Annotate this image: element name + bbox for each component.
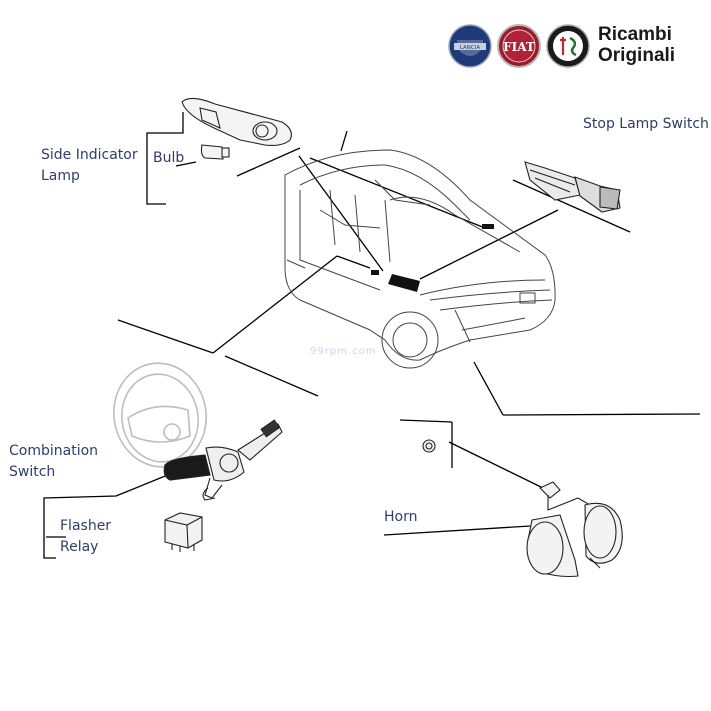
car-part-markers (371, 224, 494, 292)
label-flasher-line-1: Flasher (60, 518, 112, 534)
label-combination-switch: Combination Switch (9, 441, 98, 483)
label-side-indicator-line-1: Side Indicator (41, 147, 138, 163)
horn-drawing (422, 439, 623, 578)
side-indicator-lamp-drawing (181, 97, 292, 160)
alfa-romeo-logo (546, 24, 590, 68)
label-side-indicator-lamp: Side Indicator Lamp (41, 145, 138, 187)
brand-line-2: Originali (598, 45, 676, 66)
car-body-outline (284, 149, 556, 369)
label-bulb: Bulb (153, 150, 185, 166)
stop-lamp-switch-drawing (524, 161, 621, 213)
combination-switch-drawing (163, 419, 283, 501)
label-combination-line-1: Combination (9, 443, 99, 459)
label-horn: Horn (384, 509, 418, 525)
fiat-logo: FIAT (497, 24, 541, 68)
label-side-indicator-line-2: Lamp (41, 168, 80, 184)
brand-line-1: Ricambi (598, 24, 672, 45)
brand-title: Ricambi Originali (598, 24, 675, 66)
flasher-relay-drawing (164, 512, 203, 552)
leader-lines (43, 112, 701, 559)
lancia-logo: LANCIA (448, 24, 492, 68)
label-flasher-line-2: Relay (60, 539, 99, 555)
label-combination-line-2: Switch (9, 464, 56, 480)
watermark: 99rpm.com (310, 346, 377, 357)
label-flasher-relay: Flasher Relay (60, 516, 111, 558)
svg-text:FIAT: FIAT (503, 40, 535, 54)
label-stop-lamp-switch: Stop Lamp Switch (583, 116, 709, 132)
svg-text:LANCIA: LANCIA (460, 45, 481, 51)
